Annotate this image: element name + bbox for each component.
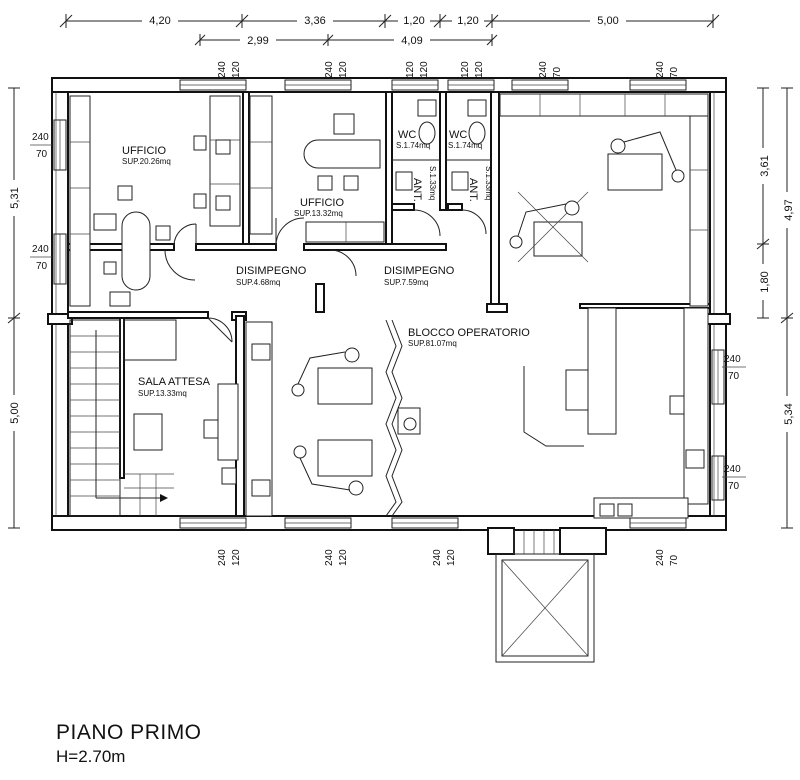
doors xyxy=(164,209,487,343)
ufficio-1-furniture xyxy=(69,95,241,307)
dim-top2-2: 4,09 xyxy=(401,35,422,47)
dim-left-2: 5,00 xyxy=(9,402,21,423)
dim-top-1: 4,20 xyxy=(149,15,170,27)
left-dimension-line: 5,31 5,00 xyxy=(6,87,22,529)
win-label: 70 xyxy=(728,371,740,382)
room-ufficio-2-name: UFFICIO xyxy=(300,197,344,209)
win-label: 240 xyxy=(217,61,228,78)
room-ufficio-2-sup: SUP.13.32mq xyxy=(294,209,343,218)
win-label: 240 xyxy=(724,464,741,475)
window-labels-bottom: 240 120 240 120 240 120 240 70 xyxy=(217,549,680,566)
plan-title: PIANO PRIMO xyxy=(56,721,202,744)
window-labels-top: 240 120 240 120 120 120 120 120 240 70 2… xyxy=(217,61,680,78)
win-label: 240 xyxy=(655,549,666,566)
win-label: 120 xyxy=(446,549,457,566)
win-label: 240 xyxy=(324,549,335,566)
room-blocco-sup: SUP.81.07mq xyxy=(408,339,457,348)
dim-right-2: 1,80 xyxy=(759,271,771,292)
staircase xyxy=(69,319,177,517)
room-disimpegno-1-sup: SUP.4.68mq xyxy=(236,278,280,287)
win-label: 120 xyxy=(338,61,349,78)
win-label: 120 xyxy=(419,61,430,78)
room-ant-1-sup: S.1.33mq xyxy=(428,166,437,200)
room-ant-2-sup: S.1.33mq xyxy=(484,166,493,200)
dim-right-1: 3,61 xyxy=(759,155,771,176)
win-label: 240 xyxy=(324,61,335,78)
dim-top-5: 5,00 xyxy=(597,15,618,27)
room-wc-2-name: WC xyxy=(449,129,467,141)
win-label: 240 xyxy=(538,61,549,78)
win-label: 120 xyxy=(460,61,471,78)
dim-top2-1: 2,99 xyxy=(247,35,268,47)
wc-fixtures xyxy=(392,99,491,191)
dim-right-3: 4,97 xyxy=(783,199,795,220)
win-label: 240 xyxy=(724,354,741,365)
room-wc-2-sup: S.1.74mq xyxy=(448,141,482,150)
plan-height: H=2.70m xyxy=(56,747,126,766)
sala-attesa-furniture xyxy=(133,383,239,485)
room-wc-1-name: WC xyxy=(398,129,416,141)
room-ant-2-name: ANT. xyxy=(467,178,479,202)
dim-left-1: 5,31 xyxy=(9,187,21,208)
win-label: 240 xyxy=(32,132,49,143)
win-label: 70 xyxy=(552,66,563,78)
room-ufficio-1-sup: SUP.20.26mq xyxy=(122,157,171,166)
room-sala-attesa-sup: SUP.13.33mq xyxy=(138,389,187,398)
win-label: 120 xyxy=(405,61,416,78)
room-sala-attesa-name: SALA ATTESA xyxy=(138,376,211,388)
win-label: 70 xyxy=(669,554,680,566)
room-disimpegno-1-name: DISIMPEGNO xyxy=(236,265,307,277)
win-label: 120 xyxy=(231,549,242,566)
win-label: 120 xyxy=(231,61,242,78)
room-wc-1-sup: S.1.74mq xyxy=(396,141,430,150)
dim-right-4: 5,34 xyxy=(783,403,795,424)
right-dimension-lines: 3,61 1,80 4,97 5,34 xyxy=(755,87,795,529)
window-labels-side: 240 70 240 70 240 70 240 70 xyxy=(30,132,746,492)
win-label: 240 xyxy=(32,244,49,255)
win-label: 70 xyxy=(36,149,48,160)
win-label: 70 xyxy=(669,66,680,78)
win-label: 240 xyxy=(655,61,666,78)
ufficio-2-furniture xyxy=(249,95,385,243)
top-dimension-line: 4,20 3,36 1,20 1,20 5,00 2,99 4,09 xyxy=(59,12,720,47)
dim-top-3: 1,20 xyxy=(403,15,424,27)
win-label: 70 xyxy=(728,481,740,492)
room-ufficio-1-name: UFFICIO xyxy=(122,145,166,157)
dim-top-4: 1,20 xyxy=(457,15,478,27)
win-label: 240 xyxy=(432,549,443,566)
room-blocco-name: BLOCCO OPERATORIO xyxy=(408,327,530,339)
room-ant-1-name: ANT. xyxy=(411,178,423,202)
operating-block xyxy=(245,307,709,519)
dim-top-2: 3,36 xyxy=(304,15,325,27)
room-disimpegno-2-name: DISIMPEGNO xyxy=(384,265,455,277)
entrance-stair xyxy=(495,530,595,663)
outer-walls xyxy=(47,77,731,531)
room-disimpegno-2-sup: SUP.7.59mq xyxy=(384,278,428,287)
win-label: 120 xyxy=(338,549,349,566)
operating-room-upper xyxy=(499,93,709,307)
win-label: 120 xyxy=(474,61,485,78)
win-label: 70 xyxy=(36,261,48,272)
win-label: 240 xyxy=(217,549,228,566)
